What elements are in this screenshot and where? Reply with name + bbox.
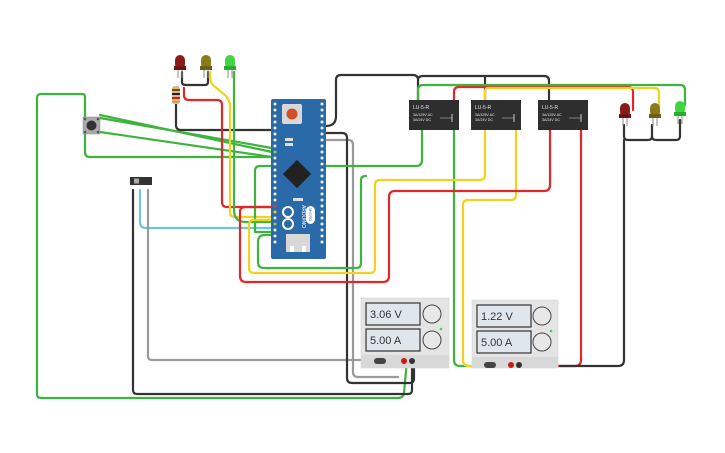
- psu-1-current: 5.00 A: [370, 335, 402, 347]
- wire-black-arduino-psu[interactable]: [324, 131, 416, 385]
- led-yellow-left[interactable]: [200, 55, 212, 78]
- psu-1-power-switch[interactable]: [374, 358, 386, 364]
- arduino-usb-port: [286, 234, 310, 252]
- wire-gray-switch[interactable]: [146, 188, 402, 362]
- arduino-micro[interactable]: ARDUINO MICRO: [271, 99, 326, 259]
- psu-2-current-knob[interactable]: [532, 332, 552, 352]
- psu-1-positive-terminal[interactable]: [401, 358, 407, 364]
- relay-1[interactable]: LU-5-R 3A/125V AC 3A/24V DC: [409, 100, 459, 130]
- wire-gray-arduino-psu[interactable]: [324, 138, 400, 379]
- led-green-right[interactable]: [674, 101, 686, 124]
- arduino-pins-left: [273, 102, 277, 244]
- psu-1-current-display: [365, 328, 421, 352]
- arduino-led: [285, 138, 293, 141]
- power-supply-2[interactable]: 1.22 V 5.00 A: [471, 299, 559, 369]
- relays: LU-5-R 3A/125V AC 3A/24V DC LU-5-R 3A/12…: [409, 100, 588, 130]
- arduino-reset-button[interactable]: [282, 104, 302, 124]
- wire-yellow-relay2[interactable]: [247, 128, 487, 275]
- wire-green-relay1-out[interactable]: [452, 128, 482, 368]
- relay-1-line2: 3A/24V DC: [413, 118, 431, 122]
- led-red-left[interactable]: [174, 55, 186, 78]
- arduino-logo-text: ARDUINO: [300, 205, 306, 228]
- wire-green-pushbutton-b[interactable]: [98, 130, 274, 159]
- wire-black-led-right-common[interactable]: [558, 118, 682, 368]
- pushbutton[interactable]: [82, 116, 101, 135]
- arduino-pins-right: [320, 102, 324, 244]
- wire-black-switch[interactable]: [131, 188, 414, 396]
- wire-yellow-relay2-out[interactable]: [461, 128, 518, 368]
- psu-1-negative-terminal[interactable]: [409, 358, 415, 364]
- leds-right: [619, 101, 686, 126]
- wire-yellow-led-right[interactable]: [483, 86, 661, 114]
- relay-3[interactable]: LU-5-R 3A/125V AC 3A/24V DC: [538, 100, 588, 130]
- relay-1-model: LU-5-R: [413, 105, 430, 111]
- psu-1-voltage: 3.06 V: [370, 309, 402, 321]
- relay-2-line1: 3A/125V AC: [475, 113, 495, 117]
- psu-2-voltage-knob[interactable]: [532, 306, 552, 326]
- wire-red-led-left[interactable]: [182, 86, 274, 209]
- wire-green-arduino-loop[interactable]: [256, 174, 368, 270]
- psu-2-voltage-display: [476, 304, 532, 328]
- arduino-small-component: [293, 198, 303, 201]
- psu-2-current: 5.00 A: [481, 337, 513, 349]
- arduino-logo: ARDUINO MICRO: [282, 205, 315, 230]
- relay-3-model: LU-5-R: [542, 105, 559, 111]
- wire-black-led-common[interactable]: [174, 70, 274, 132]
- psu-1-current-knob[interactable]: [422, 330, 442, 350]
- slide-switch[interactable]: [130, 177, 152, 185]
- wire-green-led-right[interactable]: [416, 83, 687, 107]
- relay-3-line2: 3A/24V DC: [542, 118, 560, 122]
- psu-2-indicator: [549, 329, 553, 333]
- leds-left: [174, 55, 236, 78]
- psu-2-power-switch[interactable]: [484, 362, 496, 368]
- wire-red-relay3[interactable]: [238, 128, 552, 284]
- psu-2-positive-terminal[interactable]: [508, 362, 514, 368]
- wire-green-pushbutton-c[interactable]: [98, 116, 274, 150]
- led-yellow-right[interactable]: [649, 103, 661, 126]
- arduino-led: [285, 143, 293, 146]
- psu-1-indicator: [439, 327, 443, 331]
- relay-1-line1: 3A/125V AC: [413, 113, 433, 117]
- power-supply-1[interactable]: 3.06 V 5.00 A: [360, 297, 450, 369]
- relay-2-line2: 3A/24V DC: [475, 118, 493, 122]
- wire-green-led-left[interactable]: [232, 70, 274, 224]
- wire-cyan-switch[interactable]: [138, 188, 274, 230]
- relay-2[interactable]: LU-5-R 3A/125V AC 3A/24V DC: [471, 100, 521, 130]
- led-green-left[interactable]: [224, 55, 236, 78]
- wire-green-pushbutton-loop[interactable]: [35, 92, 409, 400]
- wires: [35, 70, 687, 400]
- relay-2-model: LU-5-R: [475, 105, 492, 111]
- psu-1-voltage-display: [365, 302, 421, 326]
- wire-yellow-led-left[interactable]: [208, 70, 274, 219]
- led-red-right[interactable]: [619, 103, 631, 126]
- resistor[interactable]: [172, 86, 180, 104]
- psu-2-current-display: [476, 330, 532, 354]
- wire-green-pushbutton-bottom[interactable]: [83, 130, 274, 159]
- psu-1-voltage-knob[interactable]: [422, 304, 442, 324]
- wire-green-relay1[interactable]: [253, 128, 424, 234]
- psu-2-negative-terminal[interactable]: [516, 362, 522, 368]
- relay-3-line1: 3A/125V AC: [542, 113, 562, 117]
- psu-2-voltage: 1.22 V: [481, 311, 513, 323]
- arduino-badge-text: MICRO: [308, 208, 313, 221]
